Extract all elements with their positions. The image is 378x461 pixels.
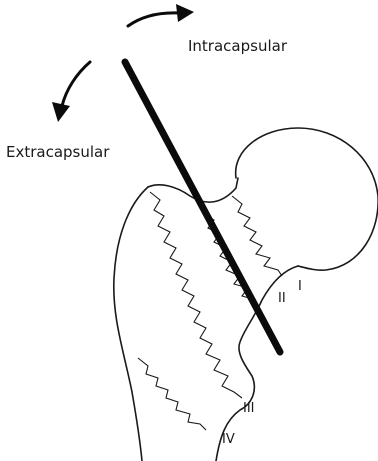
capsule-dividing-line	[125, 62, 280, 352]
zone-3-label: III	[243, 401, 255, 416]
intracapsular-arrowhead-icon	[176, 4, 194, 22]
fracture-line-zone-1	[232, 196, 282, 276]
extracapsular-arrow-icon	[62, 62, 90, 106]
intracapsular-arrow-icon	[128, 13, 180, 26]
femur-shaft-left-outline	[114, 187, 148, 461]
extracapsular-arrowhead-icon	[52, 102, 70, 122]
zone-1-label: I	[298, 279, 302, 294]
fracture-line-zone-4	[138, 358, 206, 430]
zone-4-label: IV	[222, 432, 235, 447]
fracture-line-zone-3	[150, 192, 242, 398]
zone-2-label: II	[278, 291, 286, 306]
intracapsular-label: Intracapsular	[188, 37, 288, 55]
extracapsular-label: Extracapsular	[6, 143, 110, 161]
femoral-head-outline	[236, 128, 378, 270]
